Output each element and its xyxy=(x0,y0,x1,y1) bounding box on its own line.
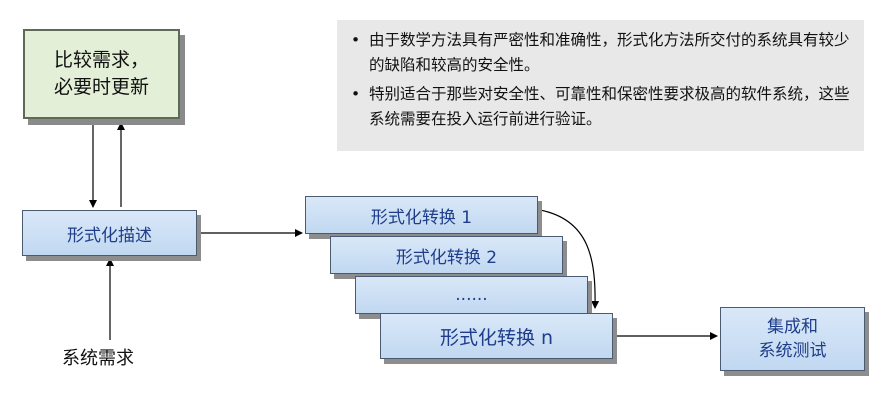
formal-description-box: 形式化描述 xyxy=(22,210,197,256)
transformation-box-1: 形式化转换 1 xyxy=(305,196,538,234)
compare-line-1: 比较需求， xyxy=(53,49,149,71)
integration-testing-box: 集成和 系统测试 xyxy=(720,307,865,371)
transformation-box-n: 形式化转换 n xyxy=(380,313,613,359)
compare-requirements-box: 比较需求， 必要时更新 xyxy=(23,29,180,119)
transformation-box-ellipsis: ...... xyxy=(355,276,588,314)
system-requirements-label: 系统需求 xyxy=(62,348,134,369)
note-item-2: 特别适合于那些对安全性、可靠性和保密性要求极高的软件系统，这些系统需要在投入运行… xyxy=(351,82,850,132)
notes-panel: 由于数学方法具有严密性和准确性，形式化方法所交付的系统具有较少的缺陷和较高的安全… xyxy=(337,20,864,151)
notes-list: 由于数学方法具有严密性和准确性，形式化方法所交付的系统具有较少的缺陷和较高的安全… xyxy=(351,28,850,132)
transformation-box-2: 形式化转换 2 xyxy=(330,236,563,274)
arrow-transform1-to-transformn xyxy=(539,209,600,309)
compare-line-2: 必要时更新 xyxy=(53,76,149,98)
integration-line-1: 集成和 xyxy=(767,317,818,337)
integration-line-2: 系统测试 xyxy=(758,341,827,361)
note-item-1: 由于数学方法具有严密性和准确性，形式化方法所交付的系统具有较少的缺陷和较高的安全… xyxy=(351,28,850,78)
